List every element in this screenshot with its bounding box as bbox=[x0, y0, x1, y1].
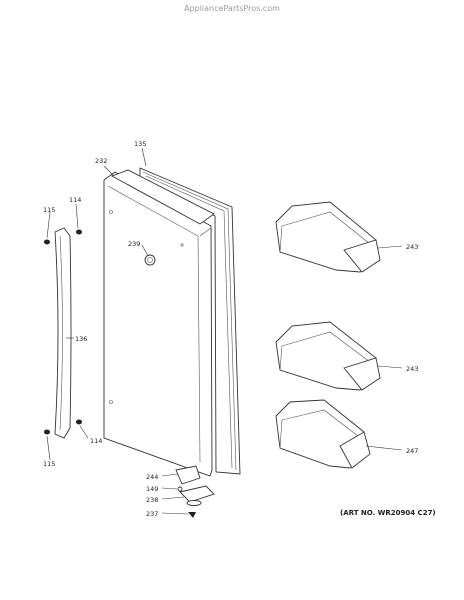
screw-icon-top-left bbox=[44, 239, 50, 245]
callout-136: 136 bbox=[75, 335, 87, 343]
callout-115-bottom: 115 bbox=[43, 460, 55, 468]
screw-icon-bottom-right bbox=[76, 419, 82, 425]
callout-135: 135 bbox=[134, 140, 146, 148]
door-bin-upper bbox=[275, 201, 381, 273]
hinge-washer bbox=[177, 486, 183, 492]
bottom-hinge-assembly bbox=[175, 465, 215, 518]
hinge-screw-icon bbox=[188, 512, 196, 518]
callout-114-top: 114 bbox=[69, 196, 81, 204]
callout-243-middle: 243 bbox=[406, 365, 418, 373]
leader-lines bbox=[46, 147, 403, 515]
door-bin-lower bbox=[275, 399, 371, 469]
door-bin-middle bbox=[275, 321, 381, 391]
callout-247: 247 bbox=[406, 447, 418, 455]
callout-labels: 135 232 239 115 114 136 114 115 243 243 … bbox=[43, 140, 418, 518]
callout-114-bottom: 114 bbox=[90, 437, 102, 445]
art-number-label: (ART NO. WR20904 C27) bbox=[340, 509, 436, 517]
screw-icon-top-right bbox=[76, 229, 82, 235]
door-plug-hole bbox=[144, 254, 156, 266]
callout-244: 244 bbox=[146, 473, 158, 481]
callout-243-upper: 243 bbox=[406, 243, 418, 251]
callout-238: 238 bbox=[146, 496, 158, 504]
hinge-bracket bbox=[179, 485, 215, 503]
callout-232: 232 bbox=[95, 157, 107, 165]
watermark: AppliancePartsPros.com bbox=[184, 4, 280, 13]
screw-icon-bottom-left bbox=[44, 429, 50, 435]
door-panel bbox=[103, 169, 215, 477]
callout-237: 237 bbox=[146, 510, 158, 518]
hinge-part bbox=[175, 465, 201, 485]
callout-239: 239 bbox=[128, 240, 140, 248]
door-handle bbox=[54, 227, 72, 439]
callout-115-top: 115 bbox=[43, 206, 55, 214]
callout-149: 149 bbox=[146, 485, 158, 493]
